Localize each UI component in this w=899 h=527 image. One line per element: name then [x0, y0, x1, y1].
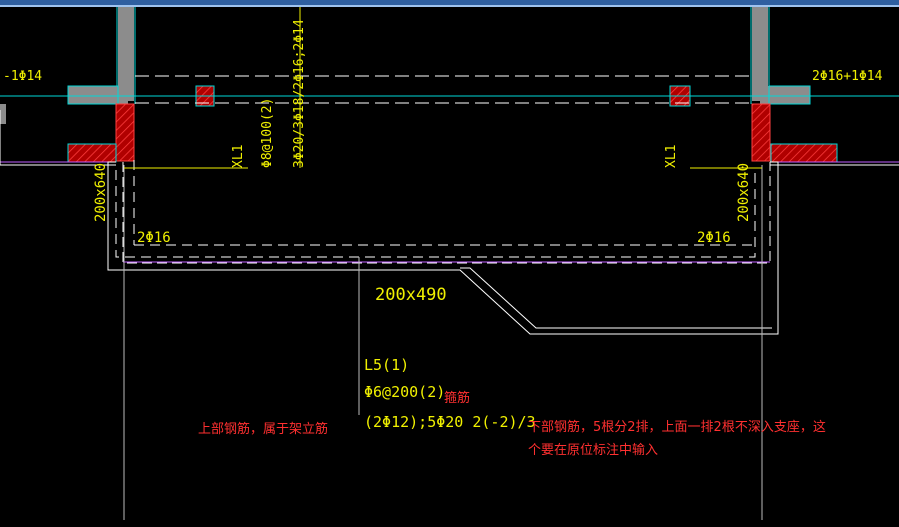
- column-outlines: [67, 7, 838, 163]
- right-beam-name: XL1: [664, 145, 679, 168]
- right-top-rebar-label: 2Φ16+1Φ14: [812, 69, 883, 84]
- window-titlebar: [0, 0, 899, 7]
- stirrup-note: 箍筋: [444, 390, 470, 406]
- main-rebar-spec-label: (2Φ12);5Φ20 2(-2)/3: [364, 413, 536, 431]
- wall-columns: [0, 7, 810, 124]
- bottom-rebar-annotation-line1: 下部钢筋，5根分2排，上面一排2根不深入支座，这: [528, 419, 826, 435]
- right-beam-size: 200x640: [736, 163, 752, 222]
- left-top-rebar-label: -1Φ14: [3, 69, 42, 84]
- beam-profile: [107, 161, 779, 335]
- right-bottom-rebar-label: 2Φ16: [697, 230, 731, 246]
- vertical-beam-spec: 3Φ20/3Φ18/2Φ16;2Φ14: [292, 19, 307, 168]
- bottom-rebar-annotation-line2: 个要在原位标注中输入: [528, 442, 658, 458]
- beam-lines: [0, 75, 899, 166]
- cad-drawing-canvas[interactable]: -1Φ14 2Φ16+1Φ14 3Φ20/3Φ18/2Φ16;2Φ14 Φ8@1…: [0, 7, 899, 527]
- stirrup-spec-label: Φ6@200(2): [364, 383, 445, 401]
- leader-lines: [124, 7, 762, 169]
- grid-axis-lines: [123, 165, 763, 520]
- left-beam-size: 200x640: [93, 163, 109, 222]
- beam-id-label: L5(1): [364, 356, 409, 374]
- hatched-sections: [67, 85, 838, 163]
- rebar-dashed-lines: [115, 160, 756, 258]
- center-beam-size: 200x490: [375, 285, 447, 305]
- stirrup-vertical-label: Φ8@100(2): [260, 98, 275, 168]
- top-rebar-annotation: 上部钢筋，属于架立筋: [198, 421, 328, 437]
- left-bottom-rebar-label: 2Φ16: [137, 230, 171, 246]
- left-beam-name: XL1: [231, 145, 246, 168]
